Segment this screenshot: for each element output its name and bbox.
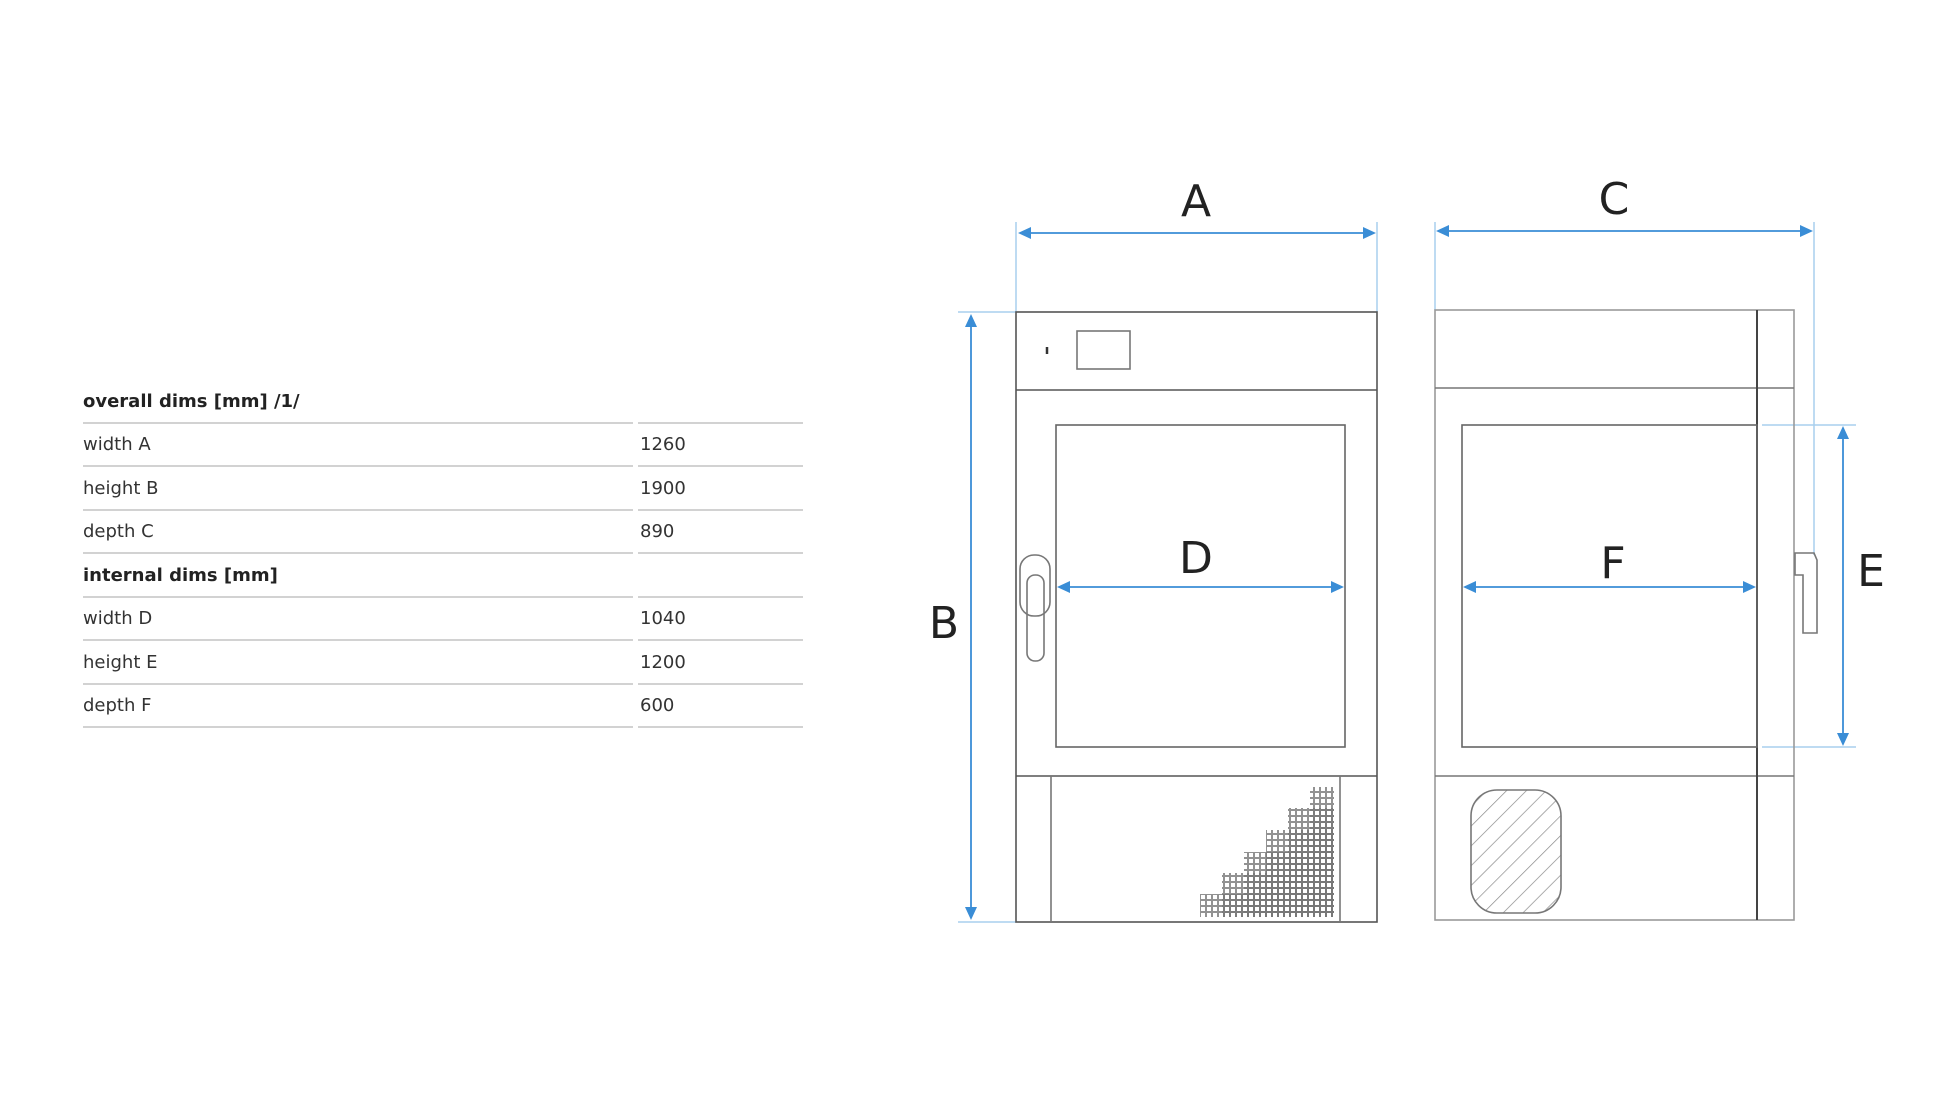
dimension-lines bbox=[965, 225, 1849, 920]
table-row: width D 1040 bbox=[83, 598, 803, 641]
group-title-overall: overall dims [mm] /1/ bbox=[83, 380, 633, 424]
row-value-depth-f: 600 bbox=[638, 685, 803, 728]
row-label-depth-c: depth C bbox=[83, 511, 633, 554]
row-label-width-d: width D bbox=[83, 598, 633, 641]
ventilation-grid bbox=[1200, 787, 1334, 917]
side-vent bbox=[1470, 789, 1562, 914]
arrow-e-top bbox=[1837, 426, 1849, 439]
arrow-d-left bbox=[1057, 581, 1070, 593]
arrow-a-left bbox=[1018, 227, 1031, 239]
front-window bbox=[1055, 424, 1346, 748]
side-cabinet-outline bbox=[1434, 309, 1795, 921]
arrow-b-top bbox=[965, 314, 977, 327]
arrow-b-bottom bbox=[965, 907, 977, 920]
row-label-height-e: height E bbox=[83, 641, 633, 685]
row-value-width-d: 1040 bbox=[638, 598, 803, 641]
side-handle bbox=[1794, 552, 1818, 634]
table-row: depth C 890 bbox=[83, 511, 803, 554]
row-value-height-b: 1900 bbox=[638, 467, 803, 511]
dimension-label-d: D bbox=[1179, 533, 1213, 584]
table-group-header-overall: overall dims [mm] /1/ bbox=[83, 380, 803, 424]
door-handle-plate bbox=[1019, 554, 1051, 617]
table-row: height B 1900 bbox=[83, 467, 803, 511]
row-value-width-a: 1260 bbox=[638, 424, 803, 467]
dimensions-table: overall dims [mm] /1/ width A 1260 heigh… bbox=[83, 380, 803, 728]
table-row: height E 1200 bbox=[83, 641, 803, 685]
table-group-header-internal: internal dims [mm] bbox=[83, 554, 803, 598]
arrow-e-bottom bbox=[1837, 733, 1849, 746]
row-label-depth-f: depth F bbox=[83, 685, 633, 728]
side-inner-chamber bbox=[1461, 424, 1758, 748]
side-view-cabinet bbox=[1434, 309, 1818, 921]
table-row: width A 1260 bbox=[83, 424, 803, 467]
front-view-cabinet bbox=[1015, 311, 1378, 923]
arrow-c-left bbox=[1436, 225, 1449, 237]
dimension-label-b: B bbox=[929, 598, 959, 649]
row-value-depth-c: 890 bbox=[638, 511, 803, 554]
table-row: depth F 600 bbox=[83, 685, 803, 728]
arrow-d-right bbox=[1331, 581, 1344, 593]
dimension-label-f: F bbox=[1600, 538, 1625, 589]
group-title-internal: internal dims [mm] bbox=[83, 554, 633, 598]
arrow-f-left bbox=[1463, 581, 1476, 593]
front-cabinet-outline bbox=[1015, 311, 1378, 923]
door-handle-grip bbox=[1026, 574, 1045, 662]
extension-lines bbox=[958, 222, 1856, 923]
row-label-height-b: height B bbox=[83, 467, 633, 511]
dimension-label-e: E bbox=[1857, 546, 1885, 597]
dimension-label-c: C bbox=[1599, 174, 1630, 225]
arrow-c-right bbox=[1800, 225, 1813, 237]
row-value-height-e: 1200 bbox=[638, 641, 803, 685]
row-label-width-a: width A bbox=[83, 424, 633, 467]
arrow-a-right bbox=[1363, 227, 1376, 239]
dimension-label-a: A bbox=[1181, 176, 1211, 227]
arrow-f-right bbox=[1743, 581, 1756, 593]
control-display bbox=[1076, 330, 1131, 370]
